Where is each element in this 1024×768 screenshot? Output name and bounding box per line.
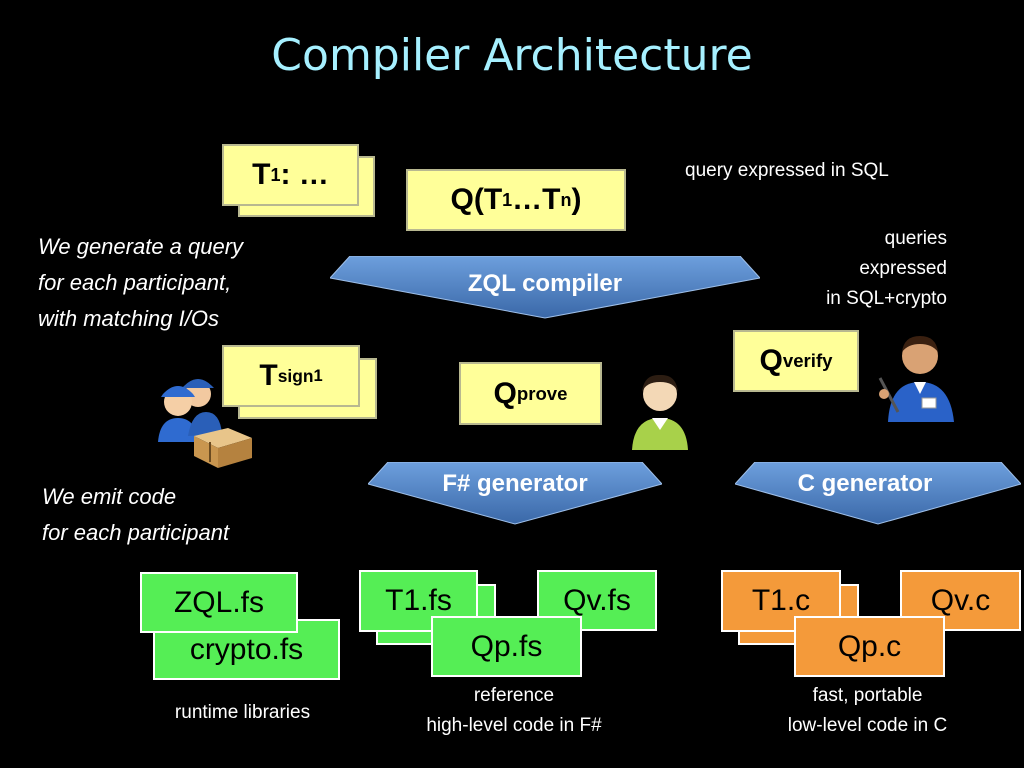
note-line: queries [884,228,947,249]
note-line: expressed [859,258,947,279]
note-line: for each participant [42,520,230,545]
t1-label: T [252,158,271,191]
note-line: for each participant, [38,270,232,295]
note-emit: We emit code for each participant [42,479,229,551]
note-generate: We generate a query for each participant… [38,229,243,337]
caption-line: fast, portable [812,685,923,706]
note-line: with matching I/Os [38,306,219,331]
query-label-close: ) [571,183,582,216]
qp-c-file: Qp.c [794,616,945,677]
zql-compiler-arrow [330,256,760,319]
caption-line: reference [473,685,555,706]
qv-fs-file: Qv.fs [537,570,657,631]
qv-c-file: Qv.c [900,570,1021,631]
qprove-subscript: prove [516,382,568,404]
caption-fast: fast, portable low-level code in C [755,681,980,741]
workers-with-boxes-icon [158,379,252,468]
query-label-mid: …T [512,183,561,216]
caption-runtime: runtime libraries [174,702,311,723]
person-user-icon [632,374,688,450]
t1-c-file: T1.c [721,570,841,632]
tsign-subscript: sign [277,365,314,386]
note-line: We generate a query [38,234,244,259]
qp-fs-file: Qp.fs [431,616,582,677]
c-generator-label: C generator [797,470,933,497]
caption-line: high-level code in F# [426,715,602,736]
qverify-subscript: verify [782,350,833,371]
zql-compiler-label: ZQL compiler [467,270,623,297]
note-query-sql: query expressed in SQL [685,160,889,181]
t1-subscript: 1 [270,164,281,185]
c-generator-arrow [735,462,1021,525]
query-sub-1: 1 [502,189,513,210]
query-label: Q(T [450,183,503,216]
fsharp-generator-arrow [368,462,662,525]
verifier-person-icon [878,336,954,422]
fsharp-generator-label: F# generator [442,470,588,497]
tsign-subscript-2: 1 [313,366,323,385]
qprove-label: Q [493,376,517,410]
note-line: We emit code [42,484,177,509]
caption-line: low-level code in C [787,715,948,736]
note-line: in SQL+crypto [826,288,947,309]
qverify-label: Q [759,344,783,377]
caption-reference: reference high-level code in F# [380,681,648,741]
note-queries-crypto: queries expressed in SQL+crypto [826,224,947,314]
tsign-label: T [259,359,278,392]
slide-title: Compiler Architecture [271,30,753,81]
query-sub-n: n [560,189,572,210]
t1-label-rest: : … [280,158,329,191]
zql-fs-file: ZQL.fs [140,572,298,633]
